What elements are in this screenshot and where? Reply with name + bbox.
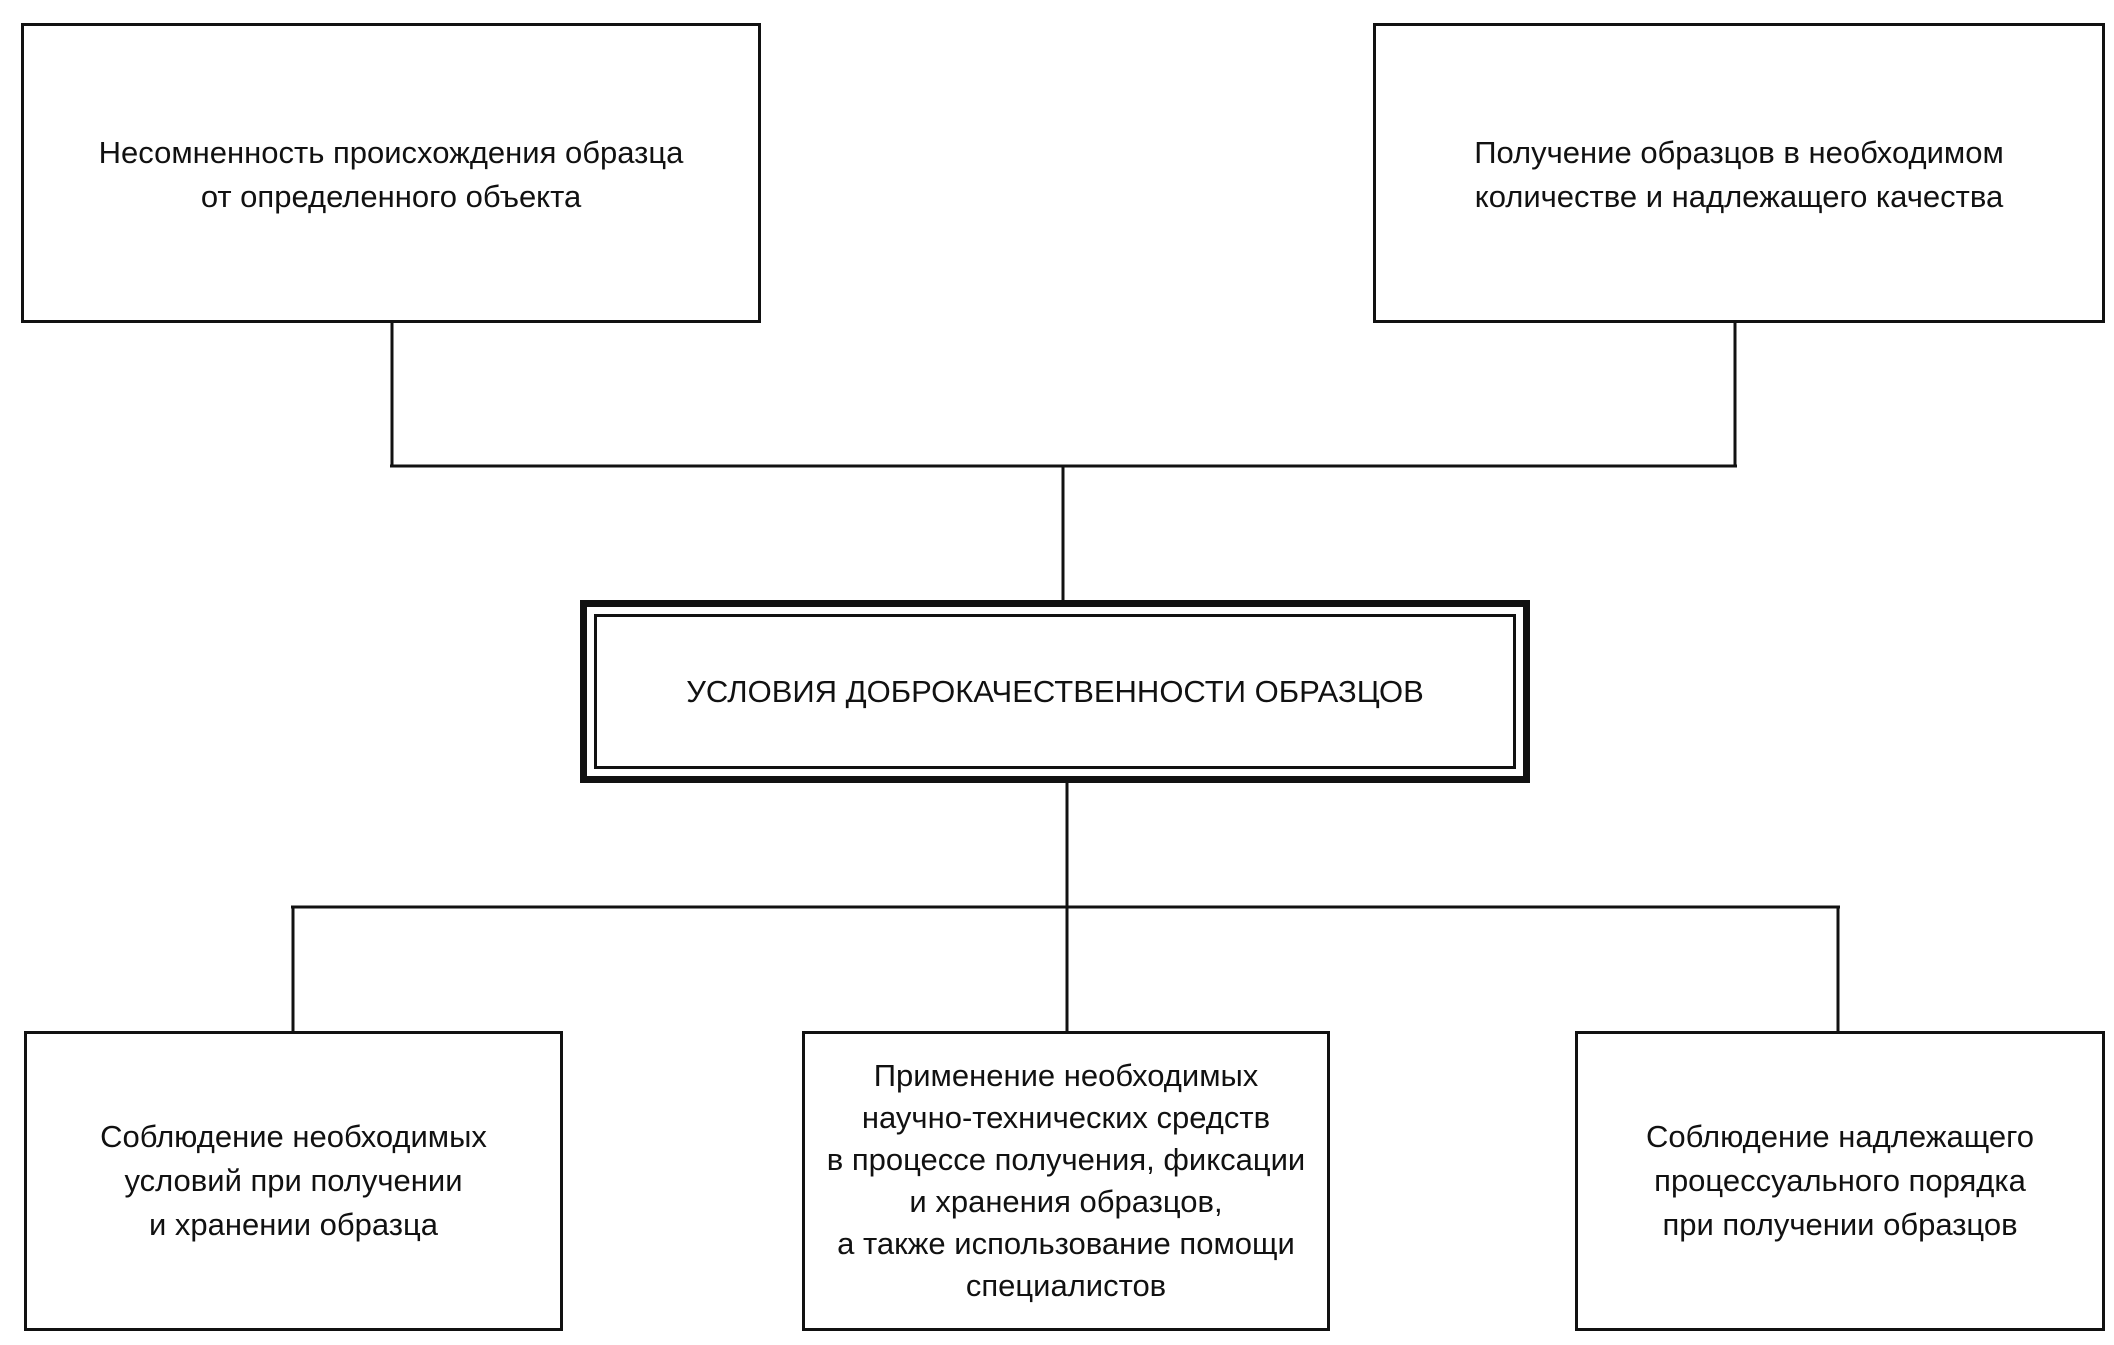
node-center-inner-frame: УСЛОВИЯ ДОБРОКАЧЕСТВЕННОСТИ ОБРАЗЦОВ — [594, 614, 1516, 769]
node-procedural-order-line-3: при получении образцов — [1662, 1207, 2018, 1242]
node-procedural-order-line-2: процессуального порядка — [1654, 1163, 2026, 1198]
node-origin-certainty-line-2: от определенного объекта — [200, 179, 582, 214]
node-technical-means: Применение необходимых научно-технически… — [802, 1031, 1330, 1331]
node-origin-certainty: Несомненность происхождения образца от о… — [21, 23, 761, 323]
node-center-title: УСЛОВИЯ ДОБРОКАЧЕСТВЕННОСТИ ОБРАЗЦОВ — [580, 600, 1530, 783]
node-center-label: УСЛОВИЯ ДОБРОКАЧЕСТВЕННОСТИ ОБРАЗЦОВ — [686, 673, 1424, 709]
node-quantity-quality: Получение образцов в необходимом количес… — [1373, 23, 2105, 323]
node-technical-means-line-6: специалистов — [965, 1268, 1167, 1303]
node-conditions-observance-line-2: условий при получении — [124, 1163, 463, 1198]
node-technical-means-line-3: в процессе получения, фиксации — [826, 1142, 1306, 1177]
node-conditions-observance-line-3: и хранении образца — [149, 1207, 438, 1242]
node-quantity-quality-line-2: количестве и надлежащего качества — [1474, 179, 2004, 214]
node-technical-means-line-2: научно-технических средств — [861, 1100, 1271, 1135]
node-quantity-quality-line-1: Получение образцов в необходимом — [1474, 135, 2004, 170]
node-procedural-order: Соблюдение надлежащего процессуального п… — [1575, 1031, 2105, 1331]
node-procedural-order-line-1: Соблюдение надлежащего — [1646, 1119, 2034, 1154]
node-technical-means-line-1: Применение необходимых — [873, 1058, 1259, 1093]
node-conditions-observance: Соблюдение необходимых условий при получ… — [24, 1031, 563, 1331]
node-technical-means-line-5: а также использование помощи — [837, 1226, 1295, 1261]
node-origin-certainty-line-1: Несомненность происхождения образца — [98, 135, 684, 170]
node-conditions-observance-line-1: Соблюдение необходимых — [100, 1119, 487, 1154]
node-technical-means-line-4: и хранения образцов, — [909, 1184, 1223, 1219]
